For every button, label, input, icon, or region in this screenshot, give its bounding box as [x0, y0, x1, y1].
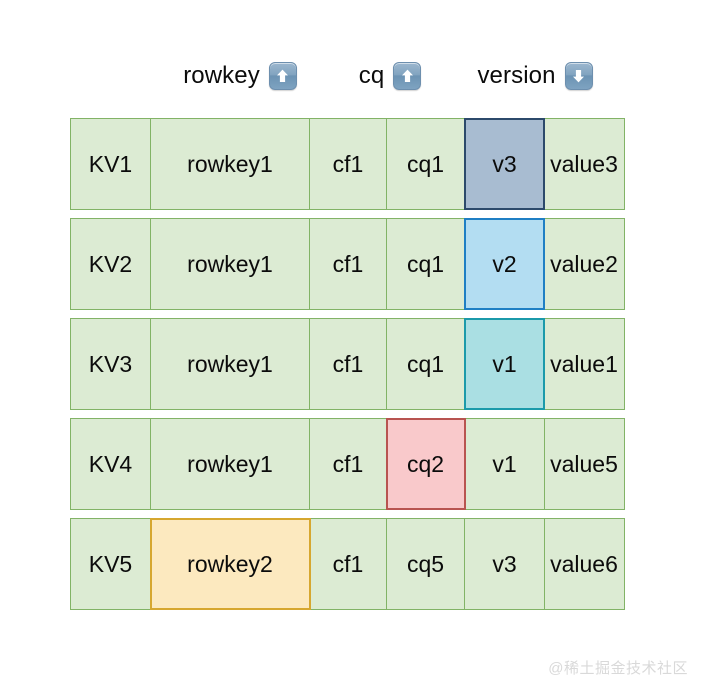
cell-value: value1 [543, 318, 625, 410]
cell-cq: cq1 [385, 118, 466, 210]
cell-rowkey: rowkey1 [149, 218, 311, 310]
legend-label: rowkey [183, 62, 260, 89]
legend-item-rowkey: rowkey [150, 52, 330, 100]
cell-kv: KV1 [70, 118, 151, 210]
cell-value: value3 [543, 118, 625, 210]
cell-version: v3 [464, 118, 545, 210]
cell-kv: KV4 [70, 418, 151, 510]
watermark: @稀土掘金技术社区 [548, 660, 688, 677]
cell-kv: KV5 [70, 518, 151, 610]
cell-value: value6 [543, 518, 625, 610]
cell-value: value2 [543, 218, 625, 310]
cell-cq: cq2 [385, 418, 466, 510]
cell-kv: KV3 [70, 318, 151, 410]
cell-cf: cf1 [309, 118, 387, 210]
arrow-up-icon [393, 62, 422, 90]
legend-item-version: version [445, 52, 625, 100]
legend-item-cq: cq [300, 52, 480, 100]
cell-version: v2 [464, 218, 545, 310]
legend-label: version [477, 62, 556, 89]
cell-value: value5 [543, 418, 625, 510]
legend-label: cq [358, 62, 385, 89]
cell-cf: cf1 [309, 318, 387, 410]
cell-version: v1 [464, 418, 545, 510]
sort-legend: rowkey cq version [70, 52, 632, 100]
arrow-down-icon [564, 62, 593, 90]
cell-rowkey: rowkey1 [149, 318, 311, 410]
cell-cf: cf1 [309, 218, 387, 310]
cell-rowkey: rowkey2 [149, 518, 311, 610]
arrow-up-icon [268, 62, 297, 90]
cell-cf: cf1 [309, 518, 387, 610]
cell-cq: cq1 [385, 318, 466, 410]
cell-rowkey: rowkey1 [149, 118, 311, 210]
cell-rowkey: rowkey1 [149, 418, 311, 510]
cell-cq: cq1 [385, 218, 466, 310]
cell-version: v3 [464, 518, 545, 610]
cell-cq: cq5 [385, 518, 466, 610]
cell-kv: KV2 [70, 218, 151, 310]
cell-cf: cf1 [309, 418, 387, 510]
cell-version: v1 [464, 318, 545, 410]
